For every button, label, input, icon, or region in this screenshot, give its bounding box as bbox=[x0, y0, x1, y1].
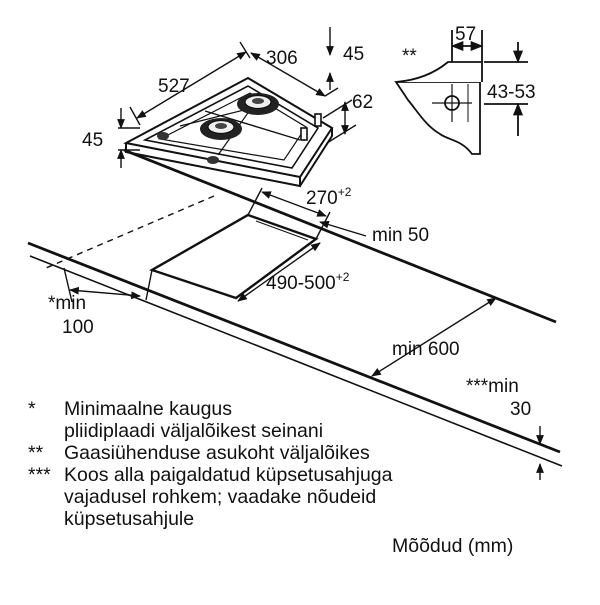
hob-side-offset-label: 62 bbox=[352, 92, 373, 113]
footnote-text: Minimaalne kaugus pliidiplaadi väljalõik… bbox=[64, 398, 324, 442]
footnote-text: Koos alla paigaldatud küpsetusahjuga vaj… bbox=[64, 464, 393, 530]
units-label: Mõõdud (mm) bbox=[392, 535, 514, 557]
footnotes: * Minimaalne kaugus pliidiplaadi väljalõ… bbox=[28, 398, 393, 530]
gas-connection-section bbox=[394, 30, 528, 155]
footnote-mark: * bbox=[28, 398, 36, 420]
cutout-width-tolerance: +2 bbox=[336, 270, 350, 284]
cutout-depth-value: 270 bbox=[306, 188, 338, 209]
section-height-label: 43-53 bbox=[487, 82, 536, 103]
cutout-dimensions bbox=[63, 187, 544, 480]
footnote: *** Koos alla paigaldatud küpsetusahjuga… bbox=[28, 464, 393, 530]
cutout-depth-tolerance: +2 bbox=[338, 185, 352, 199]
footnote-text: Gaasiühenduse asukoht väljalõikes bbox=[64, 442, 370, 464]
burner-rear bbox=[237, 93, 279, 115]
wall-min-prefix: *min bbox=[48, 293, 86, 314]
oven-min-prefix: ***min bbox=[466, 376, 519, 397]
footnote: ** Gaasiühenduse asukoht väljalõikes bbox=[28, 442, 393, 464]
edge-min-label: min 50 bbox=[372, 225, 429, 246]
burner-front bbox=[200, 118, 242, 140]
cutout-width-label: 490-500+2 bbox=[266, 270, 350, 294]
hob-height-left-label: 45 bbox=[82, 130, 103, 151]
hob-width-label: 527 bbox=[158, 76, 190, 97]
footnote-mark: *** bbox=[28, 464, 51, 486]
hob-dimensions bbox=[117, 27, 357, 168]
section-width-label: 57 bbox=[455, 24, 476, 45]
footnote: * Minimaalne kaugus pliidiplaadi väljalõ… bbox=[28, 398, 393, 442]
hob-feet bbox=[300, 113, 322, 141]
cutout-width-value: 490-500 bbox=[266, 273, 336, 294]
hob-depth-label: 306 bbox=[266, 48, 298, 69]
cutout-depth-label: 270+2 bbox=[306, 185, 352, 209]
hob-height-top-label: 45 bbox=[343, 44, 364, 65]
control-knobs bbox=[157, 132, 219, 164]
gas-marker-label: ** bbox=[402, 46, 417, 67]
front-min-label: min 600 bbox=[392, 339, 460, 360]
oven-min-value: 30 bbox=[510, 399, 531, 420]
footnote-mark: ** bbox=[28, 442, 44, 464]
wall-min-value: 100 bbox=[62, 317, 94, 338]
